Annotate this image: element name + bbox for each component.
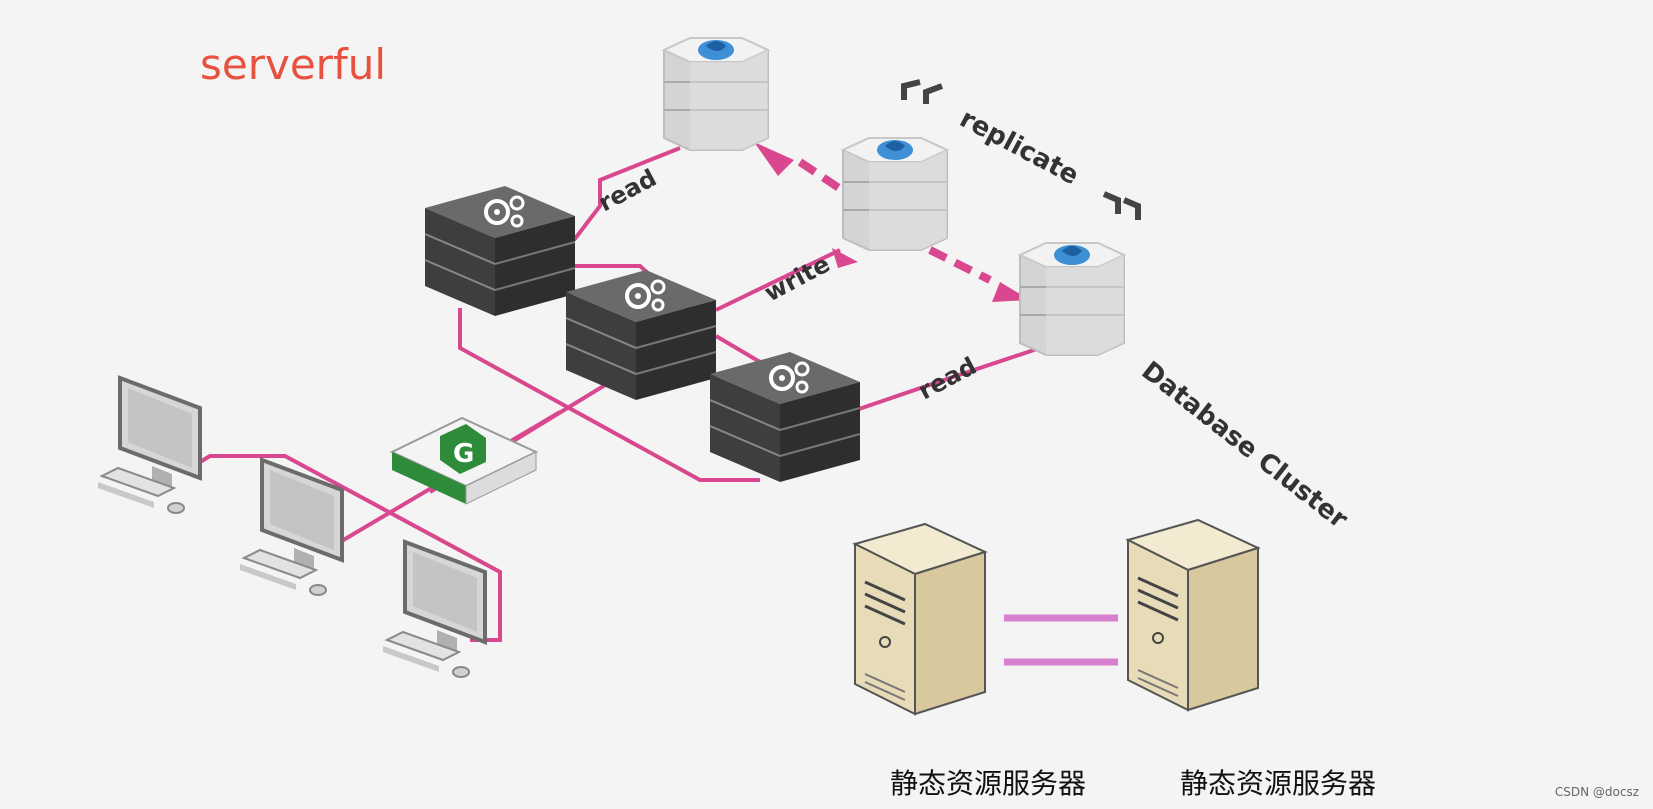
read-label-top: read — [594, 164, 661, 218]
database-cluster-label: Database Cluster — [1136, 356, 1353, 535]
database-node-1 — [663, 37, 769, 151]
app-server-1 — [423, 184, 577, 318]
app-server-3 — [708, 350, 862, 484]
diagram-title: serverful — [200, 40, 387, 89]
database-node-3 — [1019, 242, 1125, 356]
app-server-2 — [564, 268, 718, 402]
static-server-caption-1: 静态资源服务器 — [890, 767, 1087, 800]
gateway-device: G — [389, 416, 539, 505]
replicate-label: replicate — [955, 104, 1084, 191]
watermark: CSDN @docsz — [1554, 785, 1639, 799]
static-server-caption-2: 静态资源服务器 — [1180, 767, 1377, 800]
replicate-brackets — [901, 79, 1141, 220]
read-label-bottom: read — [914, 352, 981, 406]
client-computer-3 — [381, 540, 487, 679]
static-server-link — [1004, 614, 1118, 666]
write-label: write — [760, 250, 835, 308]
static-server-1 — [853, 522, 987, 716]
database-node-2 — [842, 137, 948, 251]
static-server-2 — [1126, 518, 1260, 712]
gateway-logo: G — [453, 439, 474, 469]
client-computer-1 — [96, 376, 202, 515]
